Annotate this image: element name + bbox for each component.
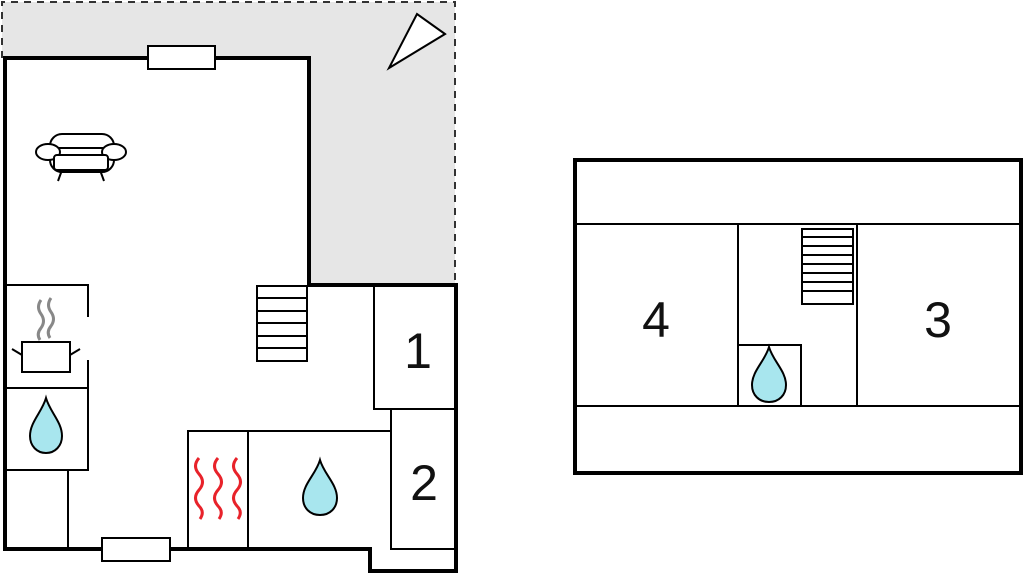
kitchen-wall [5, 284, 89, 549]
room-1-wall [373, 285, 456, 410]
room-3-label: 3 [924, 292, 952, 348]
water-drop-icon [750, 343, 788, 404]
sofa-icon [35, 133, 127, 182]
window-bottom [101, 537, 171, 562]
water-drop-icon [301, 456, 339, 517]
sauna-wall [187, 430, 391, 549]
north-arrow-icon [386, 12, 447, 71]
window-top [147, 45, 216, 70]
terrace-area [2, 2, 455, 283]
stairs-icon [801, 228, 854, 305]
room-1-label: 1 [404, 323, 432, 379]
stairs-icon [256, 285, 308, 362]
room-4-label: 4 [642, 292, 670, 348]
upper-floor-plan: 3 4 [573, 158, 1023, 475]
room-2-wall [390, 409, 456, 550]
terrace-dashed-border [1, 1, 456, 283]
upper-floor-outer-wall [573, 158, 1023, 475]
water-drop-icon [28, 394, 64, 455]
ground-floor-plan: 1 2 [1, 1, 458, 573]
cooking-pot-icon [11, 297, 81, 373]
room-2-label: 2 [410, 455, 438, 511]
sauna-heat-icon [194, 457, 242, 520]
